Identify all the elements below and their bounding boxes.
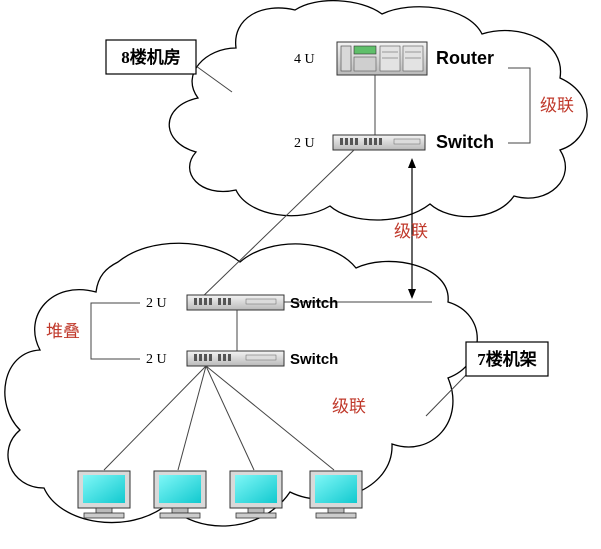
cloud-8th-floor bbox=[168, 0, 588, 221]
monitor-icon bbox=[309, 470, 363, 519]
router-name: Router bbox=[436, 48, 494, 68]
relation-stack: 堆叠 bbox=[46, 322, 80, 342]
label-8th-floor-room: 8楼机房 bbox=[105, 39, 197, 75]
cloud-7th-floor bbox=[4, 242, 478, 527]
inter-floor-cascade-arrow bbox=[408, 158, 416, 299]
switch-8th-floor-units: 2 U bbox=[294, 136, 315, 151]
router-units: 4 U bbox=[294, 52, 315, 67]
monitor-icon bbox=[77, 470, 131, 519]
monitor-icon bbox=[229, 470, 283, 519]
switch-7th-floor-top bbox=[186, 294, 285, 311]
label-7th-floor-text: 7楼机架 bbox=[477, 349, 537, 369]
switch-8th-floor bbox=[332, 134, 426, 151]
label-8th-floor-text: 8楼机房 bbox=[121, 47, 181, 67]
switch-7th-bottom-name: Switch bbox=[290, 351, 338, 368]
switch-8th-floor-name: Switch bbox=[436, 132, 494, 152]
switch-7th-top-units: 2 U bbox=[146, 296, 167, 311]
switch-7th-top-name: Switch bbox=[290, 295, 338, 312]
monitor-icon bbox=[153, 470, 207, 519]
router-device bbox=[336, 41, 428, 76]
switch-7th-floor-bottom bbox=[186, 350, 285, 367]
relation-cascade-inter-floor: 级联 bbox=[394, 222, 428, 242]
switch-7th-bottom-units: 2 U bbox=[146, 352, 167, 367]
relation-cascade-8th-floor: 级联 bbox=[540, 96, 574, 116]
access-links bbox=[103, 365, 335, 471]
label-7th-floor-rack: 7楼机架 bbox=[465, 341, 549, 377]
relation-cascade-access: 级联 bbox=[332, 397, 366, 417]
